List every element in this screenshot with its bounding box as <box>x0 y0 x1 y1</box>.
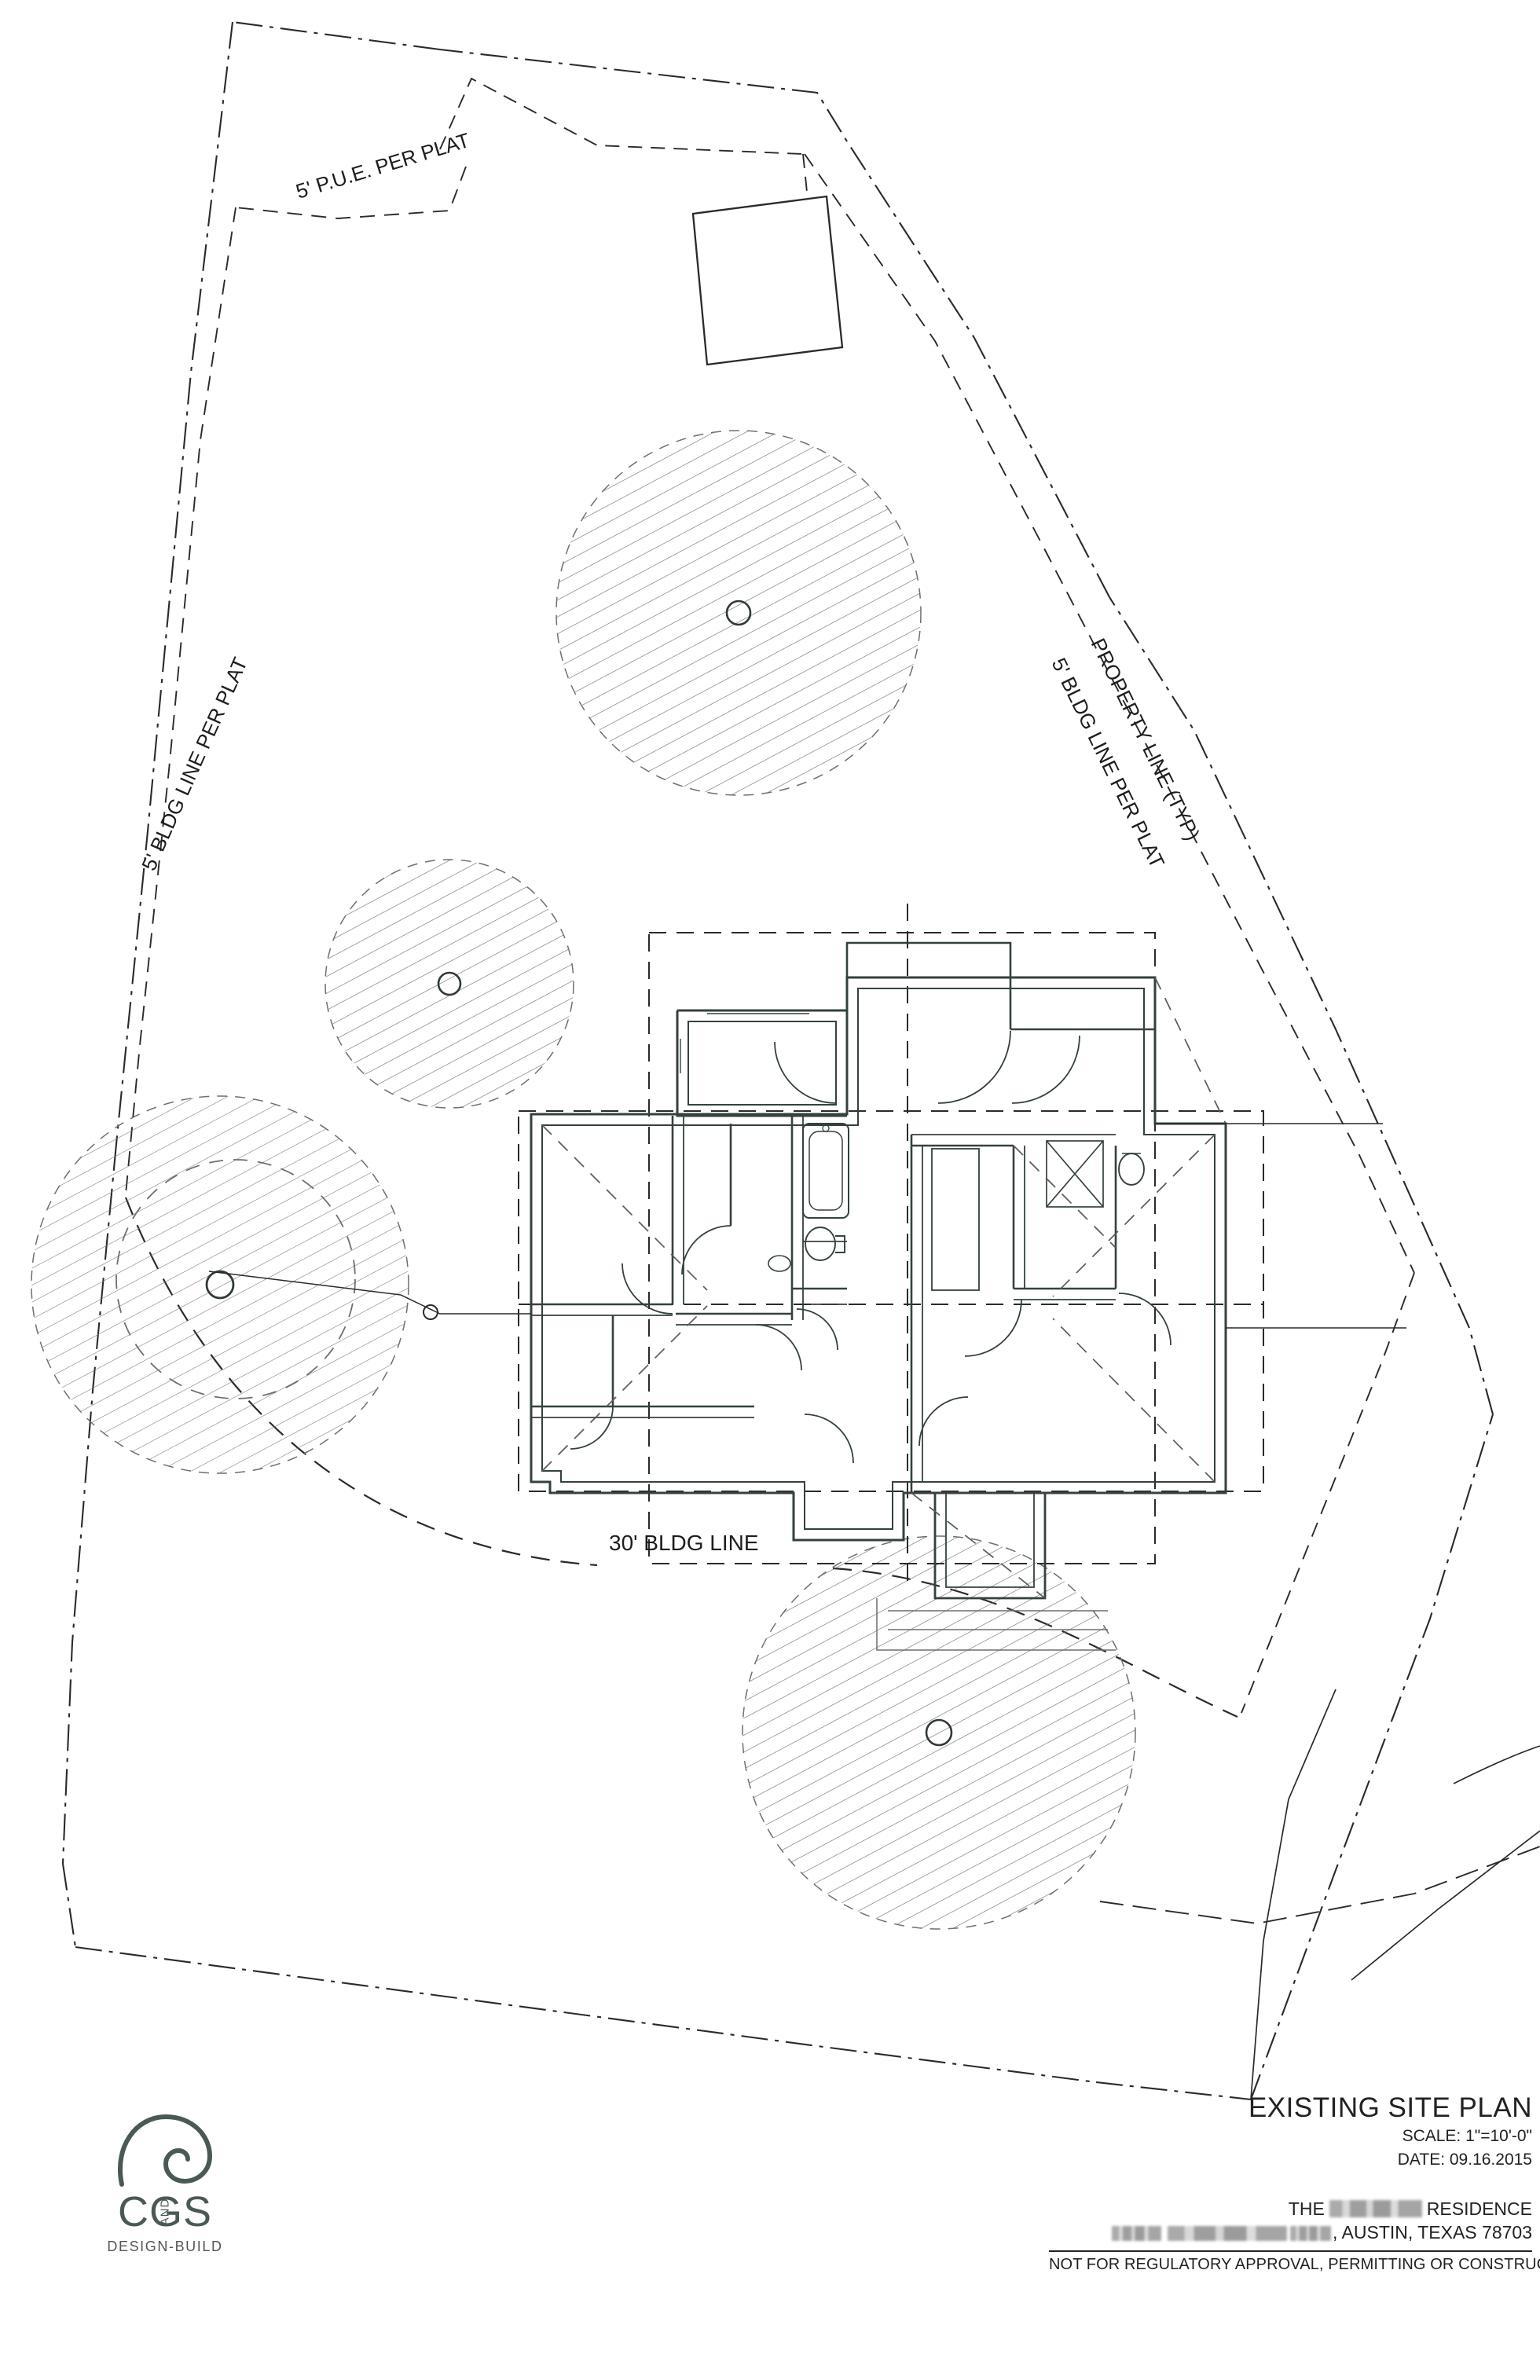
roof-overhang <box>518 904 1264 1587</box>
shower-icon <box>1046 1140 1104 1208</box>
tree-northwest <box>324 859 574 1109</box>
north-room <box>676 1009 847 1117</box>
title-block: EXISTING SITE PLAN SCALE: 1"=10'-0" DATE… <box>1049 2092 1540 2274</box>
title-block-divider <box>1049 2250 1532 2252</box>
street-edge <box>1250 1689 1540 2100</box>
project-address-line: , AUSTIN, TEXAS 78703 <box>1049 2221 1532 2245</box>
bldg-line-left <box>125 166 467 1195</box>
residence-prefix: THE <box>1288 2198 1325 2220</box>
logo-tagline: DESIGN-BUILD <box>107 2239 223 2254</box>
tree-trunk-icon <box>205 1270 235 1300</box>
redacted-owner-name <box>1329 2200 1422 2218</box>
tree-north <box>556 430 922 796</box>
project-name-line: THE RESIDENCE <box>1049 2198 1532 2221</box>
toilet-icon-1 <box>805 1227 845 1261</box>
house-footprint <box>530 976 1227 1542</box>
redacted-street-name <box>1168 2226 1288 2242</box>
tree-west <box>31 1095 409 1474</box>
spiral-nautilus-icon <box>118 2114 213 2187</box>
street-centerline <box>1099 1846 1540 1924</box>
logo-word-right: S <box>182 2188 213 2235</box>
tree-trunk-icon <box>437 971 462 996</box>
redacted-street-suffix <box>1290 2226 1332 2242</box>
scale-text: SCALE: 1"=10'-0" <box>1402 2126 1532 2145</box>
company-logo: CGS AND DESIGN-BUILD <box>79 2106 251 2255</box>
door-swings <box>570 1030 1172 1464</box>
annotation-bldg-line-30: 30' BLDG LINE <box>609 1531 759 1555</box>
bathtub-icon <box>802 1123 849 1219</box>
toilet-icon-2 <box>1118 1153 1145 1186</box>
porch-steps <box>876 1598 1116 1651</box>
interior-walls <box>531 1114 1117 1493</box>
south-porch <box>933 1493 1047 1600</box>
counter-island <box>931 1148 980 1291</box>
page-title: EXISTING SITE PLAN <box>1248 2092 1532 2123</box>
sink-icon <box>768 1255 791 1272</box>
disclaimer-text: NOT FOR REGULATORY APPROVAL, PERMITTING … <box>1049 2255 1540 2273</box>
northeast-wing <box>845 941 1156 1124</box>
logo-wordmark: CGS AND <box>118 2191 212 2233</box>
tree-trunk-icon <box>925 1718 953 1747</box>
bldg-line-right <box>804 153 1415 1714</box>
residence-suffix: RESIDENCE <box>1426 2198 1532 2220</box>
logo-word-and: AND <box>158 2198 172 2226</box>
address-city-state-zip: , AUSTIN, TEXAS 78703 <box>1333 2222 1532 2243</box>
tree-trunk-icon <box>725 600 752 626</box>
leader-lines <box>208 1123 1406 1329</box>
tree-south <box>742 1535 1136 1930</box>
redacted-street-number <box>1112 2226 1162 2242</box>
logo-word-left: CG <box>117 2188 183 2235</box>
roof-ridge-lines <box>541 977 1226 1599</box>
accessory-shed <box>691 195 844 366</box>
critical-root-zone <box>116 1159 356 1399</box>
date-text: DATE: 09.16.2015 <box>1397 2151 1532 2169</box>
